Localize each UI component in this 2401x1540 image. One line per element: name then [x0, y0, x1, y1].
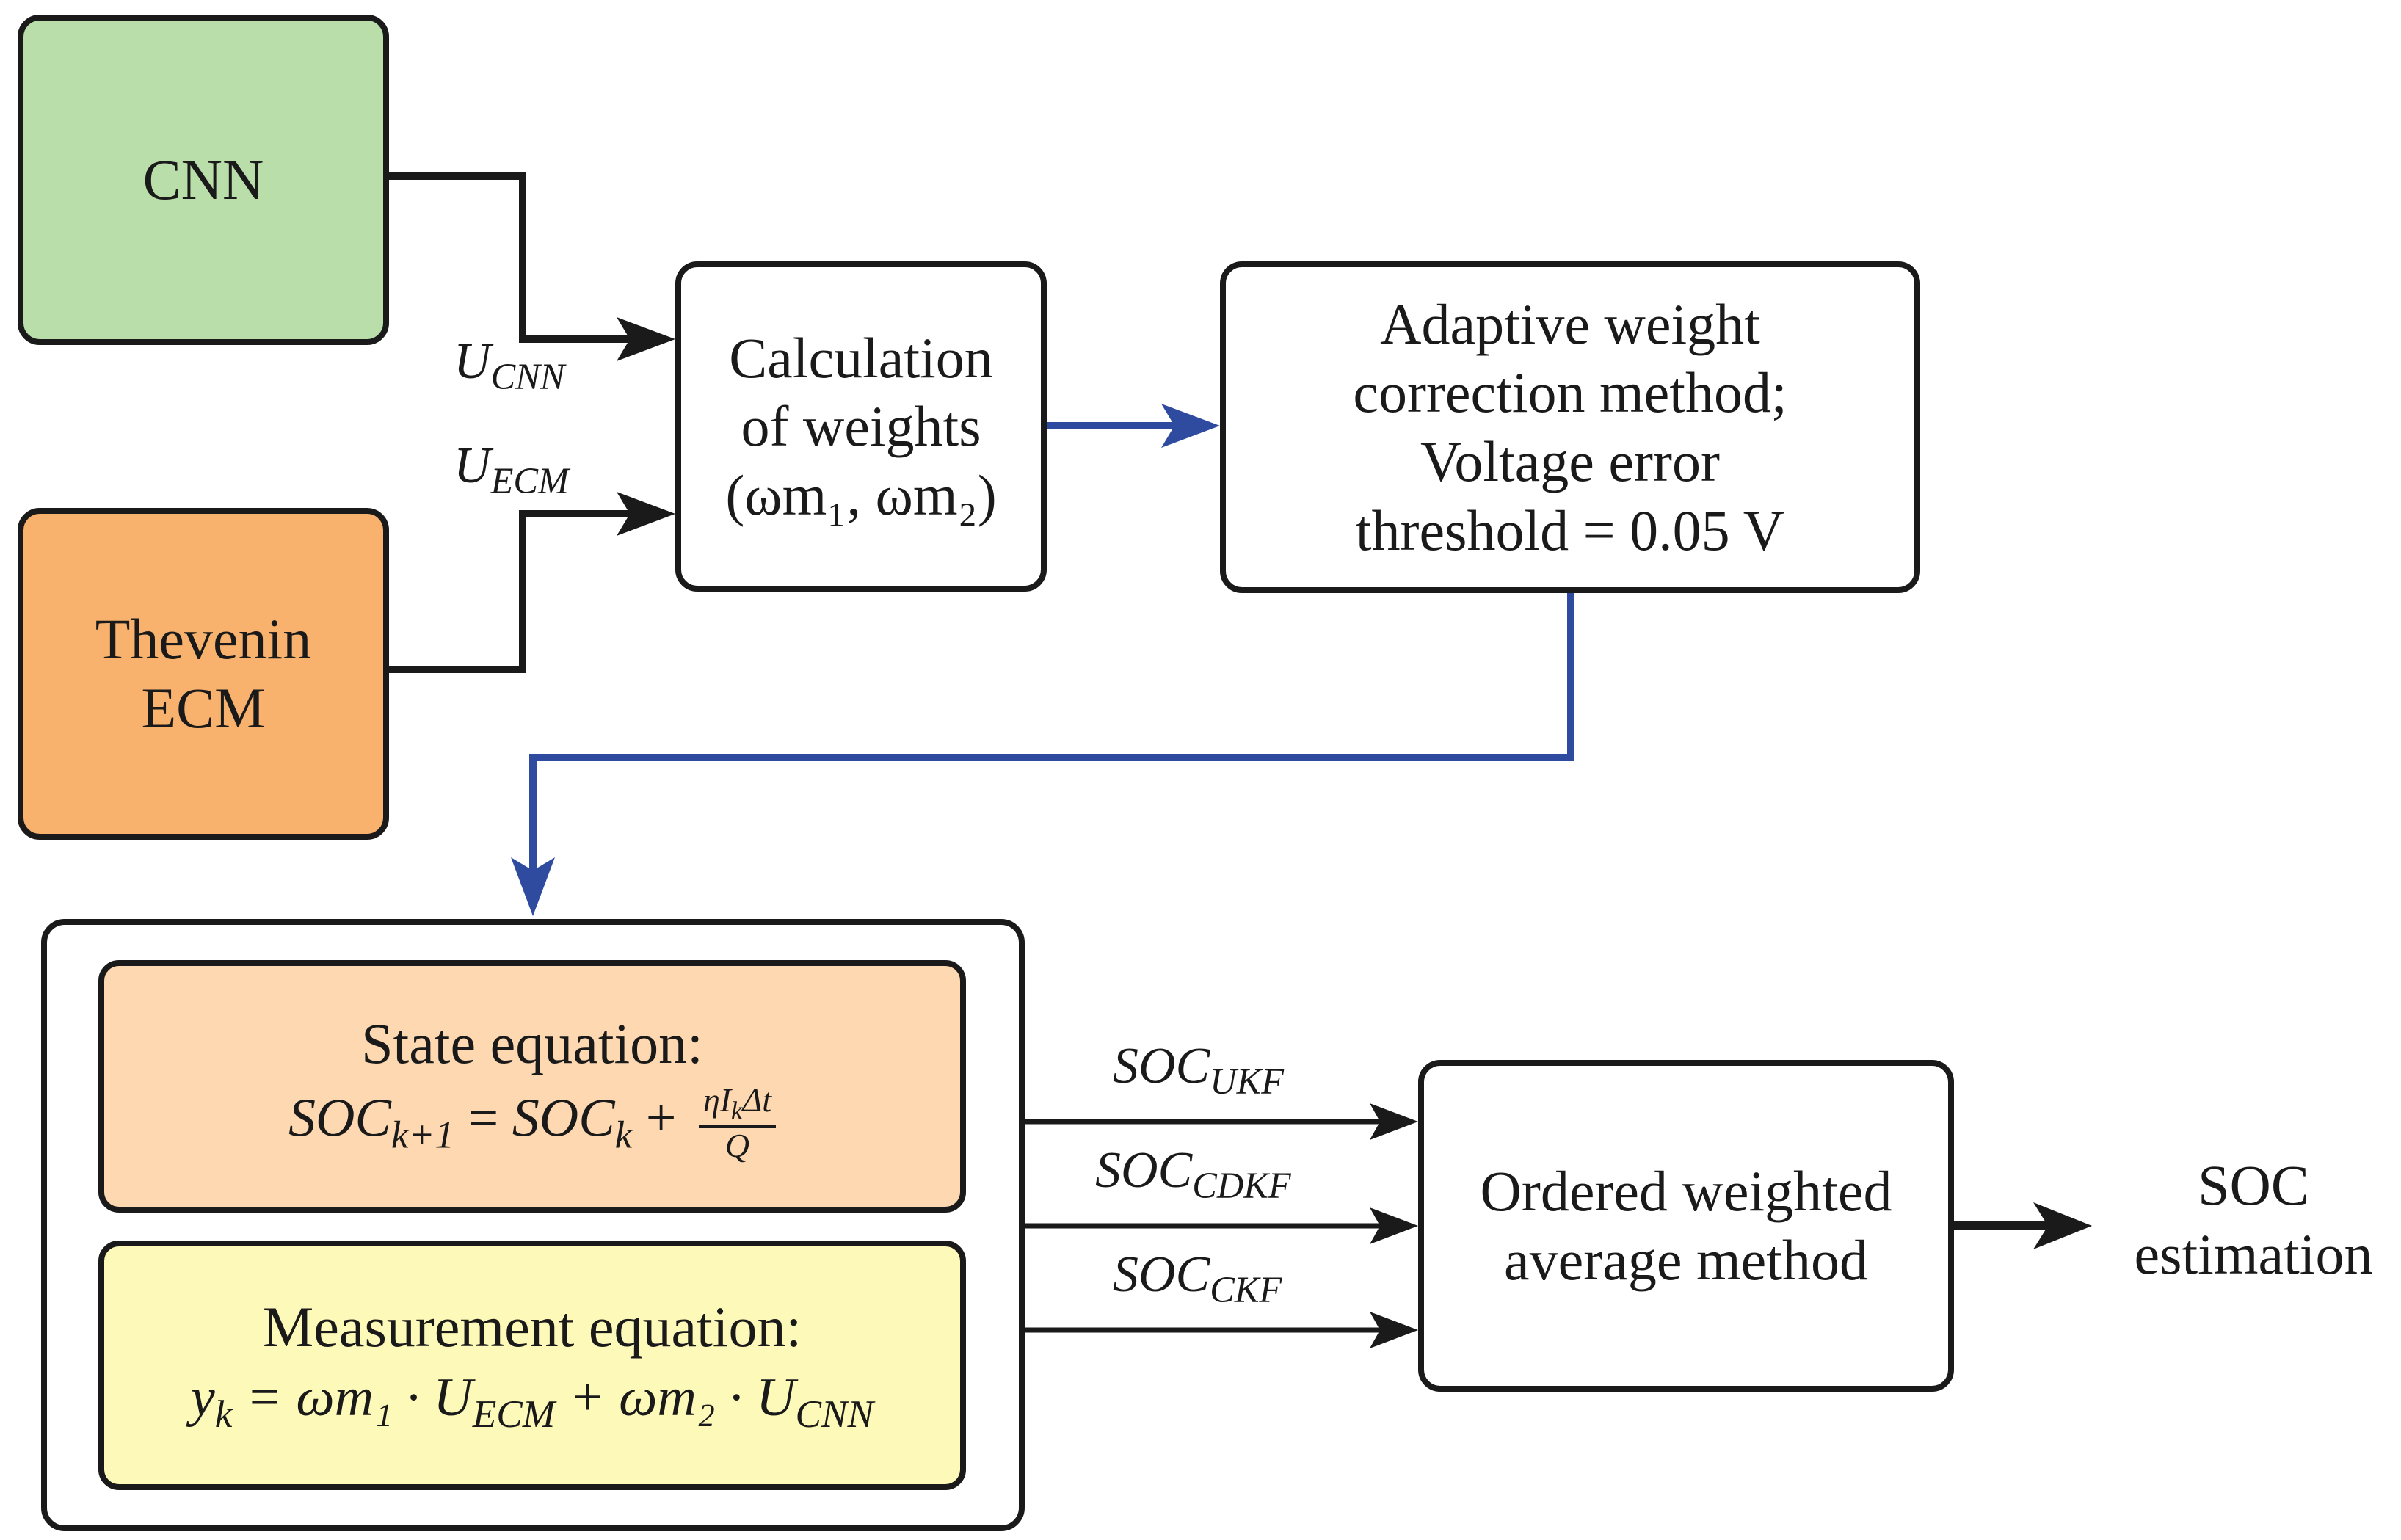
- u-ecm-sub: ECM: [490, 460, 569, 502]
- adaptive-line4: threshold = 0.05 V: [1355, 498, 1785, 562]
- cnn-node: CNN: [18, 15, 389, 345]
- state-plus: +: [632, 1087, 690, 1148]
- arrow-cnn-to-weights: [388, 172, 675, 361]
- meas-y-sub: k: [214, 1392, 233, 1437]
- owa-line2: average method: [1504, 1228, 1868, 1292]
- frac-num-main: ηI: [702, 1080, 732, 1119]
- arrow-adaptive-to-equations: [511, 593, 1574, 916]
- soc-ukf-sub: UKF: [1210, 1061, 1285, 1103]
- arrow-weights-to-adaptive: [1045, 404, 1220, 448]
- meas-term1-sub: ECM: [472, 1392, 556, 1437]
- meas-y: y: [190, 1368, 215, 1428]
- arrow-owa-to-output: [1953, 1202, 2092, 1249]
- weights-line1: Calculation: [729, 325, 993, 390]
- arrow-soc-ckf: [1023, 1312, 1418, 1348]
- frac-num-tail: Δt: [742, 1080, 771, 1119]
- soc-cdkf-sub: CDKF: [1192, 1165, 1291, 1207]
- owa-line1: Ordered weighted: [1480, 1159, 1892, 1224]
- label-soc-cdkf: SOCCDKF: [1095, 1145, 1291, 1205]
- soc-ukf-main: SOC: [1113, 1038, 1210, 1094]
- thevenin-label-line2: ECM: [141, 676, 266, 740]
- measurement-equation-node: Measurement equation: yk = ωm₁ · UECM + …: [98, 1241, 966, 1490]
- u-cnn-main: U: [454, 333, 491, 390]
- weights-line3: (ωm₁, ωm₂): [725, 462, 997, 527]
- state-fraction-numerator: ηIkΔt: [698, 1080, 776, 1128]
- thevenin-label-line1: Thevenin: [95, 607, 312, 672]
- state-lhs-sub: k+1: [391, 1112, 455, 1156]
- label-soc-ukf: SOCUKF: [1113, 1041, 1284, 1100]
- state-rhs-sub: k: [614, 1112, 633, 1156]
- arrow-soc-ukf: [1023, 1103, 1418, 1140]
- meas-term2-sub: CNN: [795, 1392, 874, 1437]
- soc-ckf-sub: CKF: [1210, 1269, 1282, 1311]
- label-u-cnn: UCNN: [454, 336, 564, 396]
- owa-node: Ordered weighted average method: [1418, 1060, 1954, 1392]
- weights-line2: of weights: [741, 394, 981, 459]
- weights-calculation-node: Calculation of weights (ωm₁, ωm₂): [675, 261, 1047, 592]
- measurement-equation-title: Measurement equation:: [262, 1294, 802, 1359]
- adaptive-line3: Voltage error: [1420, 429, 1720, 493]
- state-lhs: SOC: [288, 1087, 391, 1148]
- adaptive-line2: correction method;: [1353, 360, 1787, 425]
- label-u-ecm: UECM: [454, 440, 569, 500]
- output-line1: SOC: [2198, 1153, 2309, 1217]
- adaptive-correction-node: Adaptive weight correction method; Volta…: [1220, 261, 1920, 593]
- soc-cdkf-main: SOC: [1095, 1142, 1193, 1199]
- arrow-soc-cdkf: [1023, 1207, 1418, 1244]
- u-cnn-sub: CNN: [490, 356, 565, 398]
- state-equals: =: [454, 1087, 512, 1148]
- adaptive-line1: Adaptive weight: [1380, 291, 1760, 356]
- soc-ckf-main: SOC: [1113, 1246, 1210, 1303]
- thevenin-ecm-node: Thevenin ECM: [18, 508, 389, 840]
- measurement-equation-formula: yk = ωm₁ · UECM + ωm₂ · UCNN: [191, 1365, 873, 1438]
- frac-num-sub: k: [731, 1096, 743, 1125]
- state-fraction-denominator: Q: [724, 1126, 750, 1164]
- state-equation-title: State equation:: [361, 1011, 703, 1075]
- meas-term2: + ωm₂ · U: [555, 1368, 796, 1428]
- cnn-label: CNN: [142, 148, 264, 212]
- soc-estimation-output: SOC estimation: [2107, 1151, 2400, 1288]
- output-line2: estimation: [2134, 1221, 2373, 1286]
- meas-term1: = ωm₁ · U: [232, 1368, 473, 1428]
- state-rhs: SOC: [512, 1087, 615, 1148]
- arrow-thevenin-to-weights: [388, 492, 675, 673]
- u-ecm-main: U: [454, 437, 491, 494]
- label-soc-ckf: SOCCKF: [1113, 1249, 1282, 1309]
